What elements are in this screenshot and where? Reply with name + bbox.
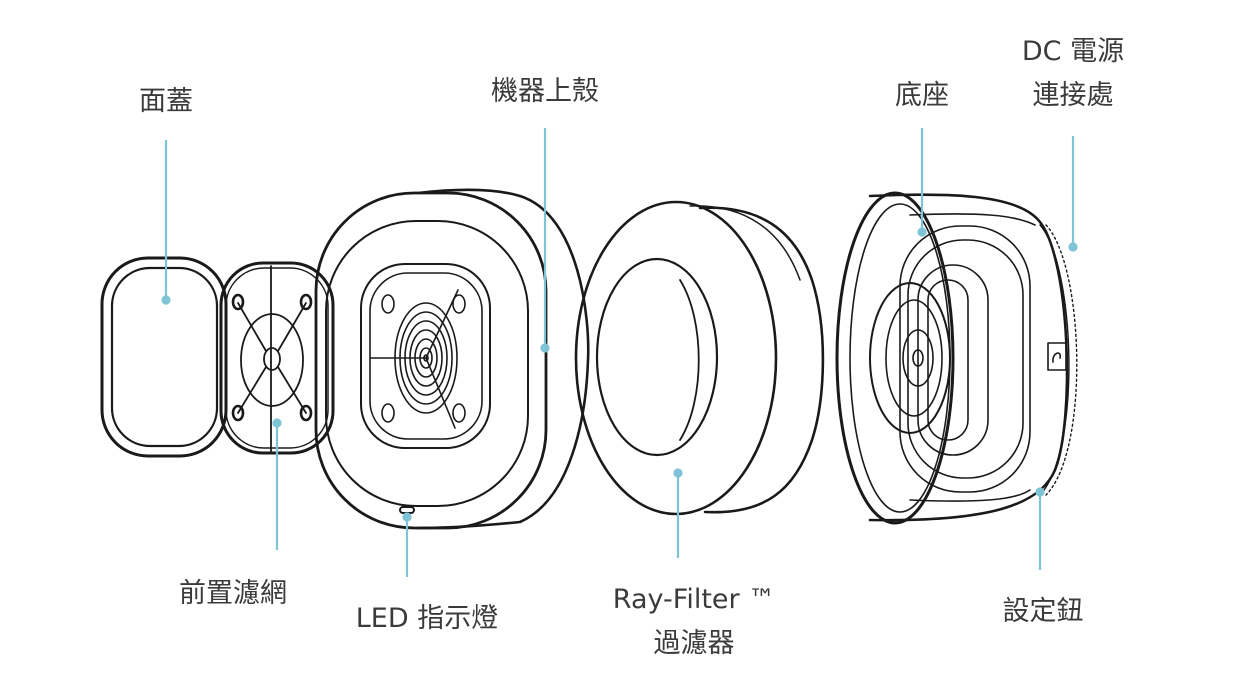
label-ray-filter: Ray-Filter ™ 過濾器 <box>613 586 775 657</box>
face-cover-part <box>100 256 228 458</box>
label-dc-power: DC 電源 連接處 <box>1022 38 1124 109</box>
base-part <box>835 191 1078 525</box>
leader-lines <box>161 128 1078 577</box>
main-housing-part <box>314 188 590 530</box>
label-dc-power-line1: DC 電源 <box>1021 36 1125 67</box>
label-ray-filter-line2: 過濾器 <box>653 628 735 659</box>
label-face-cover: 面蓋 <box>139 86 193 117</box>
label-ray-filter-line1: Ray-Filter ™ <box>612 584 776 615</box>
label-base: 底座 <box>895 80 949 111</box>
label-main-housing: 機器上殼 <box>491 76 599 107</box>
label-dc-power-line2: 連接處 <box>1032 80 1114 111</box>
label-led-indicator: LED 指示燈 <box>355 603 499 634</box>
ray-filter-part <box>574 200 825 516</box>
label-pre-filter: 前置濾網 <box>179 578 287 609</box>
label-setting-button: 設定鈕 <box>1002 596 1084 627</box>
